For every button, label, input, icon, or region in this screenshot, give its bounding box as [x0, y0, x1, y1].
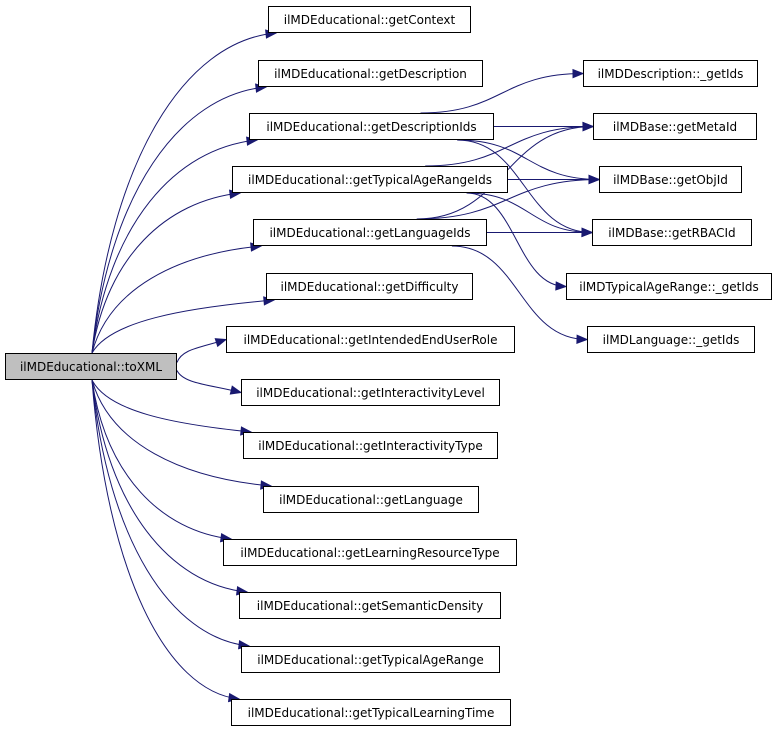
node-get-typical-age-range-ids[interactable]: ilMDEducational::getTypicalAgeRangeIds — [232, 166, 508, 193]
edge-toXML-to-getTypicalAgeRangeIds — [91, 192, 241, 354]
node-get-semantic-density[interactable]: ilMDEducational::getSemanticDensity — [239, 592, 501, 619]
arrowhead-icon — [581, 227, 594, 238]
edge-getDescriptionIds-to-getRBACId — [457, 139, 593, 233]
edge-toXML-to-getLearningResourceType — [91, 379, 232, 540]
node-desc-get-ids[interactable]: ilMDDescription::_getIds — [583, 60, 758, 87]
edge-getDescriptionIds-to-descGetIds — [420, 73, 584, 114]
edge-toXML-to-getLanguageIds — [91, 245, 262, 354]
edge-getLanguageIds-to-getObjId — [416, 179, 600, 220]
node-get-r-b-a-c-id[interactable]: ilMDBase::getRBACId — [592, 219, 752, 246]
node-get-language[interactable]: ilMDEducational::getLanguage — [263, 486, 479, 513]
node-get-language-ids[interactable]: ilMDEducational::getLanguageIds — [253, 219, 487, 246]
arrowhead-icon — [576, 334, 589, 344]
arrowhead-icon — [214, 338, 228, 348]
edge-toXML-to-getContext — [91, 32, 277, 354]
edge-toXML-to-getTypicalLearningTime — [91, 379, 240, 700]
edge-getTypicalAgeRangeIds-to-tarGetIds — [466, 192, 567, 287]
node-lang-get-ids[interactable]: ilMDLanguage::_getIds — [587, 326, 755, 353]
edge-getLanguageIds-to-langGetIds — [451, 245, 588, 340]
edge-toXML-to-getInteractivityType — [91, 379, 252, 433]
edge-getTypicalAgeRangeIds-to-getRBACId — [466, 192, 593, 233]
edge-toXML-to-getTypicalAgeRange — [91, 379, 250, 647]
node-tar-get-ids[interactable]: ilMDTypicalAgeRange::_getIds — [566, 273, 772, 300]
arrowhead-icon — [229, 385, 243, 395]
arrowhead-icon — [555, 281, 568, 291]
edge-toXML-to-getDifficulty — [91, 299, 275, 354]
node-get-description[interactable]: ilMDEducational::getDescription — [258, 60, 483, 87]
edge-getTypicalAgeRangeIds-to-getMetaId — [425, 126, 594, 167]
node-get-typical-learning-time[interactable]: ilMDEducational::getTypicalLearningTime — [231, 699, 511, 726]
edge-toXML-to-getDescriptionIds — [91, 139, 258, 354]
arrowhead-icon — [588, 174, 601, 185]
node-get-typical-age-range[interactable]: ilMDEducational::getTypicalAgeRange — [241, 646, 500, 673]
node-get-learning-resource-type[interactable]: ilMDEducational::getLearningResourceType — [223, 539, 517, 566]
node-get-context[interactable]: ilMDEducational::getContext — [268, 6, 471, 33]
node-get-intended-end-user-role[interactable]: ilMDEducational::getIntendedEndUserRole — [226, 326, 515, 353]
arrowhead-icon — [582, 121, 595, 132]
node-get-obj-id[interactable]: ilMDBase::getObjId — [599, 166, 742, 193]
edge-toXML-to-getDescription — [91, 86, 267, 354]
node-get-description-ids[interactable]: ilMDEducational::getDescriptionIds — [249, 113, 494, 140]
edge-toXML-to-getLanguage — [91, 379, 272, 487]
node-to-x-m-l[interactable]: ilMDEducational::toXML — [5, 353, 177, 380]
edge-getDescriptionIds-to-getObjId — [457, 139, 600, 180]
node-get-difficulty[interactable]: ilMDEducational::getDifficulty — [266, 273, 473, 300]
node-get-interactivity-level[interactable]: ilMDEducational::getInteractivityLevel — [241, 379, 500, 406]
node-get-meta-id[interactable]: ilMDBase::getMetaId — [593, 113, 757, 140]
node-get-interactivity-type[interactable]: ilMDEducational::getInteractivityType — [243, 432, 498, 459]
arrowhead-icon — [572, 68, 585, 79]
edge-toXML-to-getSemanticDensity — [91, 379, 248, 593]
